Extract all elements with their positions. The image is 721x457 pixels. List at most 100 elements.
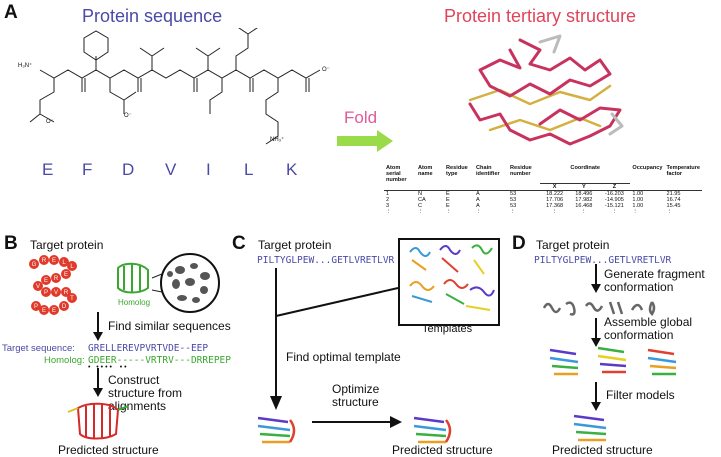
- table-cell: 21.95: [666, 190, 681, 197]
- helix-residue: E: [49, 305, 59, 315]
- helix-residue-letter: D: [62, 304, 67, 310]
- amino-acid-f: F: [82, 160, 93, 179]
- header-atom-name: Atom name: [418, 165, 433, 177]
- predicted-structure-d-image: [573, 414, 607, 442]
- helix-residue: D: [59, 301, 69, 311]
- generate-fragment-label: Generate fragment conformation: [604, 267, 705, 294]
- optimize-structure-label: Optimize structure: [332, 382, 380, 409]
- table-cell: -15.121: [604, 202, 624, 209]
- helix-residue: V: [33, 281, 43, 291]
- panel-d-result: Predicted structure: [552, 443, 653, 457]
- filter-models-label: Filter models: [606, 388, 675, 402]
- table-cell: ⋮: [476, 208, 482, 215]
- panel-letter-c: C: [232, 233, 246, 254]
- homolog-sequence-label: Homolog:: [44, 355, 85, 366]
- target-sequence-label: Target sequence:: [2, 343, 75, 354]
- helix-residue-letter: R: [42, 258, 47, 264]
- table-cell: 53: [510, 196, 517, 203]
- helix-residue: T: [67, 293, 77, 303]
- atom-coordinate-table: Atom serial number Atom name Residue typ…: [384, 165, 702, 233]
- table-cell: A: [476, 196, 480, 203]
- tertiary-structure-image: [468, 34, 624, 146]
- header-y: Y: [581, 183, 586, 190]
- helix-residue: E: [49, 255, 59, 265]
- helix-residue: E: [41, 275, 51, 285]
- table-cell: 17.706: [546, 196, 564, 203]
- helix-residue: V: [51, 287, 61, 297]
- table-cell: N: [418, 190, 423, 197]
- panel-b-title: Target protein: [30, 238, 104, 252]
- helix-residue: E: [61, 269, 71, 279]
- table-cell: ⋮: [666, 208, 673, 215]
- predicted-structure-c-image: [413, 416, 452, 444]
- helix-residue: L: [59, 257, 69, 267]
- table-cell: CA: [418, 196, 426, 203]
- initial-model-image: [257, 416, 296, 444]
- table-cell: ⋮: [581, 208, 587, 215]
- header-atom-serial: Atom serial number: [386, 165, 407, 183]
- fold-label: Fold: [344, 108, 378, 127]
- panel-d-sequence: PILTYGLPEW...GETLVRETLVR: [534, 255, 672, 266]
- table-cell: 1: [386, 190, 390, 197]
- arrow-right-icon-c: [312, 416, 402, 428]
- table-cell: E: [446, 196, 450, 203]
- table-cell: E: [446, 202, 450, 209]
- helix-residue-letter: G: [32, 262, 37, 268]
- peptide-chemical-structure: [29, 28, 321, 145]
- helix-residue-letter: V: [54, 290, 58, 296]
- homolog-label: Homolog: [118, 298, 151, 307]
- amino-acid-d: D: [122, 160, 135, 179]
- helix-residue-letter: L: [70, 264, 74, 270]
- header-coordinate: Coordinate: [540, 165, 631, 184]
- find-optimal-template-label: Find optimal template: [286, 350, 401, 364]
- amino-acid-i: I: [206, 160, 211, 179]
- arrow-down-icon-d1: [591, 264, 601, 293]
- helix-residue-letter: P: [44, 290, 48, 296]
- header-x: X: [552, 183, 557, 190]
- helix-residue: R: [51, 273, 61, 283]
- protein-sequence-title: Protein sequence: [82, 6, 223, 26]
- table-cell: 53: [510, 190, 517, 197]
- helix-residue: E: [39, 305, 49, 315]
- table-cell: C: [418, 202, 423, 209]
- table-cell: -14.905: [604, 196, 624, 203]
- table-cell: 1.00: [632, 196, 644, 203]
- arrow-down-icon-b2: [93, 368, 103, 397]
- homolog-sequence: GDEER-----VRTRV---DRREPEP: [88, 355, 231, 366]
- helix-residue: G: [29, 259, 39, 269]
- helix-residue: L: [67, 261, 77, 271]
- amino-acid-l: L: [244, 160, 254, 179]
- helix-residue-letter: E: [52, 308, 56, 314]
- table-cell: ⋮: [510, 208, 516, 215]
- helix-residue-letter: P: [34, 304, 38, 310]
- find-similar-sequences-label: Find similar sequences: [108, 319, 231, 333]
- header-chain-identifier: Chain identifier: [476, 165, 500, 177]
- table-cell: -16.203: [604, 190, 624, 197]
- alignment-dots: • • • • • • •: [88, 364, 127, 371]
- protein-tertiary-structure-title: Protein tertiary structure: [444, 6, 637, 26]
- predicted-structure-b-image: [67, 402, 129, 440]
- table-cell: 16.74: [666, 196, 681, 203]
- panel-b-result: Predicted structure: [58, 443, 159, 457]
- table-cell: 15.45: [666, 202, 681, 209]
- table-cell: 18.496: [575, 190, 593, 197]
- chem-label-nh3: NH₃⁺: [270, 137, 285, 143]
- helix-residue-letter: E: [44, 278, 48, 284]
- table-cell: 53: [510, 202, 517, 209]
- table-cell: 17.368: [546, 202, 564, 209]
- arrow-down-icon-b1: [93, 312, 103, 341]
- templates-label: Templates: [422, 323, 473, 335]
- header-residue-type: Residue type: [446, 165, 468, 177]
- table-cell: 1.00: [632, 190, 644, 197]
- fragment-conformations-image: [542, 301, 656, 316]
- helix-residue-letter: V: [36, 284, 40, 290]
- assemble-global-label: Assemble global conformation: [604, 315, 693, 342]
- panel-c-title: Target protein: [258, 238, 332, 252]
- amino-acid-k: K: [286, 160, 298, 179]
- panel-d-title: Target protein: [536, 238, 610, 252]
- target-sequence: GRELLEREVPVRTVDE--EEP: [88, 343, 209, 354]
- table-cell: 17.982: [575, 196, 593, 203]
- helix-residue: P: [41, 287, 51, 297]
- helix-residue-letter: R: [54, 276, 59, 282]
